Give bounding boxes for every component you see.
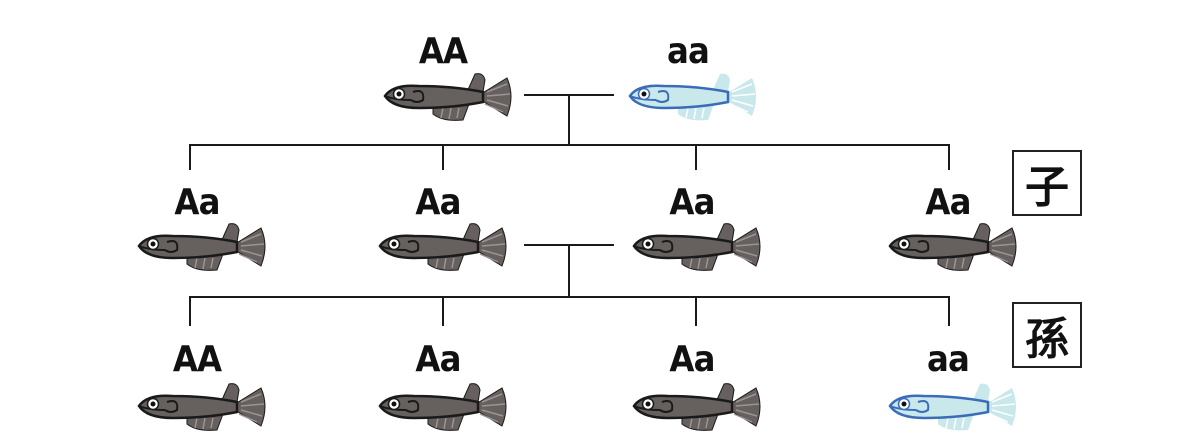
dark-medaka-fish-icon — [888, 220, 1018, 274]
light-medaka-fish-icon — [628, 70, 758, 124]
children-generation-marker: 子 — [1012, 150, 1082, 216]
dark-medaka-fish-icon — [632, 220, 762, 274]
grandchild-drop-line — [189, 296, 191, 326]
children-sibling-line — [189, 144, 950, 146]
genotype-label: Aa — [925, 182, 971, 223]
dark-medaka-fish-icon — [137, 380, 267, 434]
genotype-label: Aa — [174, 182, 220, 223]
dark-medaka-fish-icon — [137, 220, 267, 274]
grandchild-drop-line — [695, 296, 697, 326]
grandchild-drop-line — [948, 296, 950, 326]
genotype-label: aa — [667, 31, 710, 72]
child-drop-line — [189, 144, 191, 170]
child-drop-line — [695, 144, 697, 170]
parent-descent-line — [568, 94, 570, 146]
child-drop-line — [948, 144, 950, 170]
genotype-label: aa — [927, 339, 970, 380]
children-descent-line — [568, 244, 570, 298]
genotype-label: Aa — [669, 339, 715, 380]
grandchild-drop-line — [442, 296, 444, 326]
genotype-label: AA — [172, 339, 222, 380]
dark-medaka-fish-icon — [632, 380, 762, 434]
genotype-label: Aa — [669, 182, 715, 223]
grandchildren-generation-marker: 孫 — [1012, 302, 1082, 368]
genotype-label: Aa — [415, 339, 461, 380]
child-drop-line — [442, 144, 444, 170]
genotype-label: AA — [418, 31, 468, 72]
light-medaka-fish-icon — [888, 380, 1018, 434]
genotype-label: Aa — [415, 182, 461, 223]
grandchildren-sibling-line — [189, 296, 950, 298]
dark-medaka-fish-icon — [383, 70, 513, 124]
dark-medaka-fish-icon — [378, 220, 508, 274]
dark-medaka-fish-icon — [378, 380, 508, 434]
